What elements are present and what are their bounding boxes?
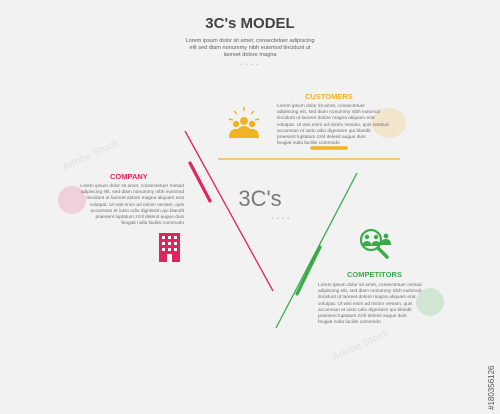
company-title: COMPANY xyxy=(110,172,148,181)
competitors-text: Lorem ipsum dolor sit amet, consectetuer… xyxy=(318,283,438,326)
company-text-line: feugiat nulla facilisi commodo xyxy=(121,221,184,227)
customers-text: Lorem ipsum dolor sit amet, consectetuer… xyxy=(277,104,389,147)
competitors-title: COMPETITORS xyxy=(347,270,402,279)
competitors-text-line: praesent luptatum zzril delenit augue du… xyxy=(318,314,407,320)
people-group-icon xyxy=(228,107,260,138)
company-blob xyxy=(58,186,86,214)
stock-id: #180356126 xyxy=(487,365,496,411)
company-text-line: adipiscing elit, sed diam nonummy nibh e… xyxy=(80,190,184,196)
company-text-line: praesent luptatum zzril delenit augue du… xyxy=(95,215,184,221)
competitors-text-line: tincidunt ut laoreet dolore magna aliqua… xyxy=(318,295,416,301)
competitors-accent xyxy=(295,245,322,296)
company-text-line: Lorem ipsum dolor sit amet, consectetuer… xyxy=(80,184,184,189)
company-text-line: volutpat. Ut wisi enim ad minim veniam, … xyxy=(89,202,184,208)
company-text-line: tincidunt ut laoreet dolore magna aliqua… xyxy=(86,196,184,202)
competitors-blob xyxy=(416,288,444,316)
company-accent xyxy=(188,161,212,203)
competitors-text-line: volutpat. Ut wisi enim ad minim veniam, … xyxy=(318,301,413,307)
office-building-icon xyxy=(159,233,180,262)
center-dots: • • • • xyxy=(272,216,291,222)
page-title: 3C's MODEL xyxy=(205,15,295,32)
customers-text-line: Lorem ipsum dolor sit amet, consectetuer xyxy=(277,104,365,109)
competitors-text-line: Lorem ipsum dolor sit amet, consectetuer… xyxy=(318,283,422,288)
competitors-text-line: accumsan et iusto odio dignissim qui bla… xyxy=(318,307,412,313)
customers-blob xyxy=(372,108,406,138)
header-dots: • • • • xyxy=(240,62,260,68)
company-text-line: accumsan et iusto odio dignissim qui bla… xyxy=(90,208,184,214)
customers-text-line: tincidunt ut laoreet dolore magna aliqua… xyxy=(277,116,375,122)
center-label: 3C's xyxy=(238,186,282,211)
subtitle-line-2: elit sed diam nonummy nibh euismod tinci… xyxy=(189,45,311,51)
competitors-text-line: feugiat nulla facilisi commodo xyxy=(318,320,381,326)
subtitle-line-1: Lorem ipsum dolor sit amet, consectetuer… xyxy=(185,38,315,44)
customers-text-line: praesent luptatum zzril delenit augue du… xyxy=(277,135,366,141)
subtitle-line-3: laoreet dolore magna xyxy=(223,52,277,58)
competitors-line xyxy=(275,172,358,329)
customers-title: CUSTOMERS xyxy=(305,92,353,101)
customers-text-line: volutpat. Ut wisi enim ad minim veniam, … xyxy=(277,122,389,128)
competitors-text-line: adipiscing elit, sed diam nonummy nibh e… xyxy=(318,289,422,295)
company-line xyxy=(184,130,274,292)
customers-text-line: feugiat nulla facilisi commodo xyxy=(277,141,340,147)
customers-text-line: adipiscing elit, sed diam nonummy nibh e… xyxy=(277,110,381,116)
company-text: Lorem ipsum dolor sit amet, consectetuer… xyxy=(68,184,184,227)
customers-text-line: accumsan et iusto odio dignissim qui bla… xyxy=(277,128,371,134)
stock-id-strip: #180356126 xyxy=(487,270,497,411)
competitor-search-icon xyxy=(359,228,391,259)
